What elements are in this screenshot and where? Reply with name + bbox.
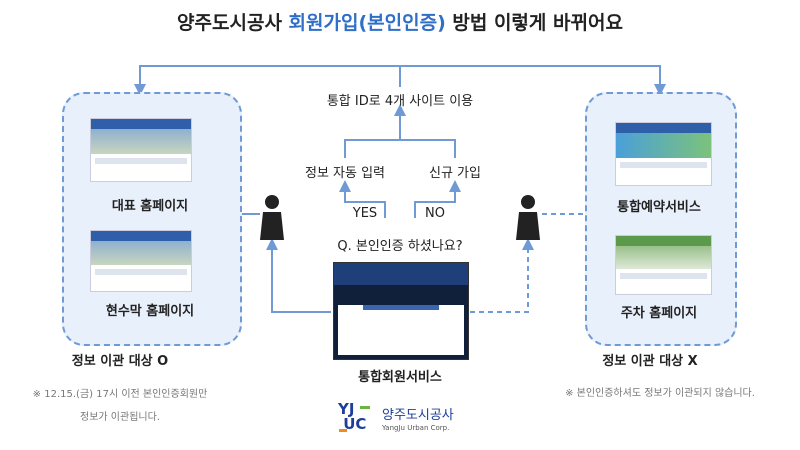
main-homepage-label: 대표 홈페이지 [111,199,189,214]
migration-no-label: 정보 이관 대상 X [602,354,698,369]
migration-yes-label: 정보 이관 대상 O [71,354,169,369]
person-icons [260,195,540,240]
parking-label: 주차 홈페이지 [620,306,698,321]
page-title: 양주도시공사 회원가입(본인인증) 방법 이렇게 바뀌어요 [0,8,800,35]
integrated-id-label: 통합 ID로 4개 사이트 이용 [326,94,474,109]
parking-screenshot [615,235,712,295]
banner-homepage-label: 현수막 홈페이지 [105,304,195,319]
integrated-service-label: 통합회원서비스 [358,370,442,385]
title-text: 양주도시공사 [177,12,289,34]
logo-name: 양주도시공사 [382,408,454,423]
title-highlight: 회원가입(본인인증) [288,12,446,34]
main-homepage-screenshot [90,118,192,182]
left-note-line1: ※ 12.15.(금) 17시 이전 본인인증회원만 [32,389,208,400]
logo-subtitle: YangJu Urban Corp. [382,424,450,432]
reservation-screenshot [615,122,712,186]
no-label: NO [425,206,445,221]
banner-homepage-screenshot [90,230,192,292]
integrated-service-screenshot [333,262,469,360]
new-signup-label: 신규 가입 [429,166,481,181]
reservation-label: 통합예약서비스 [617,200,701,215]
right-note: ※ 본인인증하셔도 정보가 이관되지 않습니다. [565,388,755,399]
yes-label: YES [352,206,378,221]
left-note-line2: 정보가 이관됩니다. [80,412,160,423]
company-logo: YJ UC 양주도시공사 YangJu Urban Corp. [338,400,454,433]
auto-fill-label: 정보 자동 입력 [304,166,386,181]
title-text-end: 방법 이렇게 바뀌어요 [445,12,623,34]
question-label: Q. 본인인증 하셨나요? [337,239,463,254]
